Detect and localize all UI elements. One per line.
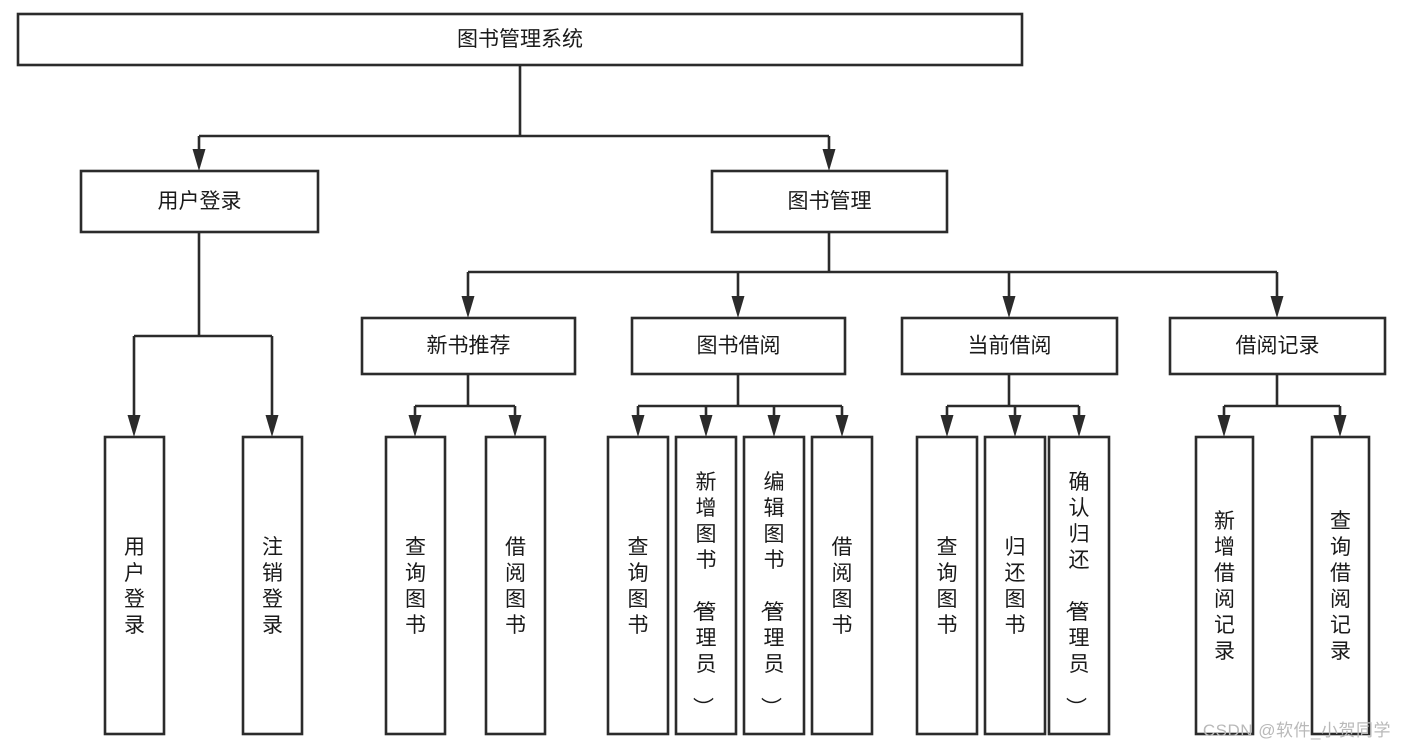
arrow-to-leaf-edit-book-admin bbox=[767, 406, 781, 437]
arrow-to-leaf-confirm-return-admin bbox=[1072, 406, 1086, 437]
node-box-current-borrow[interactable] bbox=[900, 316, 1119, 376]
connector-layer bbox=[134, 65, 1340, 408]
node-box-book-management[interactable] bbox=[710, 169, 949, 234]
node-book-management[interactable]: 图书管理 bbox=[710, 169, 949, 234]
connector-bar-book-management bbox=[468, 232, 1277, 274]
node-label-book-management: 图书管理 bbox=[788, 190, 872, 213]
arrow-to-leaf-user-logout bbox=[265, 336, 279, 437]
node-leaf-add-book-admin[interactable]: 新增图书（管理员） bbox=[674, 435, 738, 736]
arrow-to-leaf-add-borrow-record bbox=[1217, 406, 1231, 437]
node-label-current-borrow: 当前借阅 bbox=[968, 335, 1052, 358]
node-layer: 图书管理系统用户登录图书管理新书推荐图书借阅当前借阅借阅记录用户登录注销登录查询… bbox=[16, 12, 1387, 736]
arrow-to-leaf-borrow-book-recommend bbox=[508, 406, 522, 437]
node-box-leaf-add-book-admin[interactable] bbox=[674, 435, 738, 736]
node-user-login[interactable]: 用户登录 bbox=[79, 169, 320, 234]
csdn-watermark: CSDN @软件_小贺同学 bbox=[1202, 721, 1391, 740]
node-book-borrow[interactable]: 图书借阅 bbox=[630, 316, 847, 376]
node-leaf-query-borrow-record[interactable]: 查询借阅记录 bbox=[1310, 435, 1371, 736]
node-leaf-user-login[interactable]: 用户登录 bbox=[103, 435, 166, 736]
node-box-user-login[interactable] bbox=[79, 169, 320, 234]
node-label-borrow-record: 借阅记录 bbox=[1236, 335, 1320, 358]
arrow-to-borrow-record bbox=[1270, 272, 1284, 318]
node-box-book-borrow[interactable] bbox=[630, 316, 847, 376]
connector-bar-borrow-record bbox=[1224, 374, 1340, 408]
node-leaf-edit-book-admin[interactable]: 编辑图书（管理员） bbox=[742, 435, 806, 736]
node-label-leaf-return-book: 归还图书 bbox=[1005, 536, 1026, 637]
node-leaf-add-borrow-record[interactable]: 新增借阅记录 bbox=[1194, 435, 1255, 736]
node-leaf-return-book[interactable]: 归还图书 bbox=[983, 435, 1047, 736]
node-box-leaf-query-borrow-record[interactable] bbox=[1310, 435, 1371, 736]
connector-bar-book-borrow bbox=[638, 374, 842, 408]
connector-bar-user-login bbox=[134, 232, 272, 338]
node-box-leaf-borrow-book[interactable] bbox=[810, 435, 874, 736]
node-label-leaf-borrow-book-recommend: 借阅图书 bbox=[505, 536, 526, 637]
node-label-leaf-add-borrow-record: 新增借阅记录 bbox=[1214, 510, 1235, 663]
node-label-book-borrow: 图书借阅 bbox=[697, 335, 781, 358]
node-box-leaf-return-book[interactable] bbox=[983, 435, 1047, 736]
arrow-to-leaf-return-book bbox=[1008, 406, 1022, 437]
node-leaf-query-book-borrow[interactable]: 查询图书 bbox=[606, 435, 670, 736]
arrow-to-leaf-query-book-recommend bbox=[408, 406, 422, 437]
node-label-leaf-edit-book-admin: 编辑图书（管理员） bbox=[759, 471, 785, 718]
arrow-to-leaf-query-borrow-record bbox=[1333, 406, 1347, 437]
node-box-new-book-recommend[interactable] bbox=[360, 316, 577, 376]
node-box-leaf-query-book-current[interactable] bbox=[915, 435, 979, 736]
arrow-to-leaf-user-login bbox=[127, 336, 141, 437]
arrow-to-user-login bbox=[192, 136, 206, 171]
node-label-new-book-recommend: 新书推荐 bbox=[427, 335, 511, 358]
node-leaf-borrow-book[interactable]: 借阅图书 bbox=[810, 435, 874, 736]
node-box-leaf-add-borrow-record[interactable] bbox=[1194, 435, 1255, 736]
node-label-leaf-query-book-borrow: 查询图书 bbox=[628, 536, 649, 637]
node-box-borrow-record[interactable] bbox=[1168, 316, 1387, 376]
node-new-book-recommend[interactable]: 新书推荐 bbox=[360, 316, 577, 376]
node-leaf-borrow-book-recommend[interactable]: 借阅图书 bbox=[484, 435, 547, 736]
node-label-leaf-query-book-current: 查询图书 bbox=[937, 536, 958, 637]
node-leaf-confirm-return-admin[interactable]: 确认归还（管理员） bbox=[1047, 435, 1111, 736]
node-leaf-query-book-current[interactable]: 查询图书 bbox=[915, 435, 979, 736]
node-label-leaf-user-login: 用户登录 bbox=[124, 536, 145, 637]
node-label-leaf-add-book-admin: 新增图书（管理员） bbox=[691, 471, 717, 718]
arrow-to-leaf-add-book-admin bbox=[699, 406, 713, 437]
node-root[interactable]: 图书管理系统 bbox=[16, 12, 1024, 67]
node-box-leaf-query-book-borrow[interactable] bbox=[606, 435, 670, 736]
arrow-to-new-book-recommend bbox=[461, 272, 475, 318]
arrow-to-book-management bbox=[822, 136, 836, 171]
node-box-leaf-edit-book-admin[interactable] bbox=[742, 435, 806, 736]
arrow-to-leaf-borrow-book bbox=[835, 406, 849, 437]
arrow-to-book-borrow bbox=[731, 272, 745, 318]
arrow-layer bbox=[127, 136, 1347, 437]
node-leaf-query-book-recommend[interactable]: 查询图书 bbox=[384, 435, 447, 736]
arrow-to-leaf-query-book-borrow bbox=[631, 406, 645, 437]
node-label-user-login: 用户登录 bbox=[158, 190, 242, 213]
connector-bar-root bbox=[199, 65, 829, 138]
node-box-leaf-user-logout[interactable] bbox=[241, 435, 304, 736]
node-label-leaf-user-logout: 注销登录 bbox=[262, 536, 283, 637]
arrow-to-current-borrow bbox=[1002, 272, 1016, 318]
node-box-leaf-query-book-recommend[interactable] bbox=[384, 435, 447, 736]
connector-bar-current-borrow bbox=[947, 374, 1079, 408]
node-borrow-record[interactable]: 借阅记录 bbox=[1168, 316, 1387, 376]
node-box-root[interactable] bbox=[16, 12, 1024, 67]
connector-bar-new-book-recommend bbox=[415, 374, 515, 408]
node-label-leaf-query-borrow-record: 查询借阅记录 bbox=[1330, 510, 1351, 663]
node-leaf-user-logout[interactable]: 注销登录 bbox=[241, 435, 304, 736]
node-box-leaf-confirm-return-admin[interactable] bbox=[1047, 435, 1111, 736]
node-current-borrow[interactable]: 当前借阅 bbox=[900, 316, 1119, 376]
node-label-root: 图书管理系统 bbox=[457, 28, 583, 51]
node-box-leaf-borrow-book-recommend[interactable] bbox=[484, 435, 547, 736]
node-label-leaf-query-book-recommend: 查询图书 bbox=[405, 536, 426, 637]
arrow-to-leaf-query-book-current bbox=[940, 406, 954, 437]
node-label-leaf-confirm-return-admin: 确认归还（管理员） bbox=[1064, 471, 1090, 718]
node-label-leaf-borrow-book: 借阅图书 bbox=[832, 536, 853, 637]
node-box-leaf-user-login[interactable] bbox=[103, 435, 166, 736]
